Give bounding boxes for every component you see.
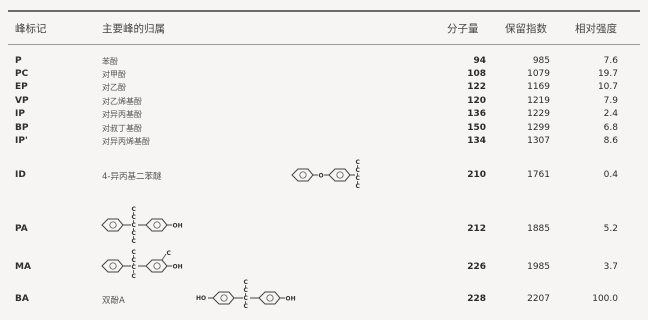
molecular-weight: 212	[467, 224, 486, 234]
compound-name: 对叔丁基酚	[102, 124, 142, 133]
hydroxyl-label: OH	[286, 296, 296, 303]
carbon-atom-label: C	[356, 167, 361, 174]
molecular-weight: 150	[467, 123, 486, 133]
relative-intensity: 2.4	[603, 109, 618, 119]
carbon-atom-label: C	[132, 238, 137, 245]
oxygen-atom-label: O	[319, 173, 324, 180]
molecular-weight: 122	[467, 82, 486, 92]
molecular-weight: 94	[473, 56, 486, 66]
header-relative-intensity: 相对强度	[575, 23, 617, 35]
carbon-atom-label: C	[244, 295, 249, 302]
relative-intensity: 19.7	[597, 69, 618, 79]
compound-name: 对乙烯基酚	[102, 97, 142, 106]
peak-label: ID	[15, 170, 26, 180]
retention-index: 1299	[527, 123, 550, 133]
molecular-weight: 108	[467, 69, 486, 79]
molecular-weight: 136	[467, 109, 486, 119]
header-mw: 分子量	[447, 23, 479, 35]
retention-index: 1885	[527, 224, 550, 234]
molecular-weight: 228	[467, 294, 486, 304]
table-header-rule	[8, 44, 640, 45]
phenyl-propyl-phenol-structure: C C C C C OH	[101, 206, 183, 245]
compound-name: 对甲酚	[102, 70, 126, 79]
peak-label: IP'	[15, 136, 28, 146]
molecular-weight: 134	[467, 136, 486, 146]
peak-label: VP	[15, 96, 29, 106]
compound-name: 4-异丙基二苯醚	[102, 172, 162, 182]
carbon-atom-label: C	[244, 303, 249, 310]
carbon-atom-label: C	[244, 279, 249, 286]
peak-label: PC	[15, 69, 29, 79]
carbon-atom-label: C	[132, 257, 137, 264]
molecular-weight: 226	[467, 262, 486, 272]
peak-label: BA	[15, 294, 29, 304]
relative-intensity: 6.8	[603, 123, 618, 133]
header-assignment: 主要峰的归属	[102, 23, 165, 35]
compound-name: 双酚A	[102, 296, 125, 306]
compound-name: 苯酚	[102, 57, 118, 66]
relative-intensity: 100.0	[592, 294, 618, 304]
carbon-atom-label: C	[132, 206, 137, 213]
retention-index: 2207	[527, 294, 550, 304]
header-peak-label: 峰标记	[15, 23, 47, 35]
hydroxyl-label: OH	[173, 264, 183, 271]
relative-intensity: 5.2	[603, 224, 618, 234]
retention-index: 1079	[527, 69, 550, 79]
compound-name: 对异丙烯基酚	[102, 137, 150, 146]
hydroxyl-label: OH	[173, 223, 183, 230]
methyl-phenyl-phenol-structure: C C C C C OH	[101, 249, 183, 280]
hydroxyl-label: HO	[196, 295, 206, 302]
retention-index: 985	[532, 56, 550, 66]
carbon-atom-label: C	[132, 222, 137, 229]
peak-label: BP	[15, 123, 29, 133]
retention-index: 1219	[527, 96, 550, 106]
bisphenol-a-structure: HO C C C C OH	[196, 279, 296, 310]
relative-intensity: 7.6	[603, 56, 618, 66]
relative-intensity: 10.7	[597, 82, 618, 92]
compound-name: 对乙酚	[102, 83, 126, 92]
header-retention-index: 保留指数	[505, 23, 547, 35]
molecular-weight: 120	[467, 96, 486, 106]
carbon-atom-label: C	[356, 175, 361, 182]
peak-label: PA	[15, 224, 28, 234]
carbon-atom-label: C	[132, 273, 137, 280]
relative-intensity: 7.9	[603, 96, 618, 106]
carbon-atom-label: C	[356, 183, 361, 190]
table-top-rule	[8, 10, 640, 12]
retention-index: 1229	[527, 109, 550, 119]
carbon-atom-label: C	[167, 250, 172, 257]
peak-label: P	[15, 56, 22, 66]
retention-index: 1761	[527, 170, 550, 180]
peak-label: IP	[15, 109, 25, 119]
carbon-atom-label: C	[132, 230, 137, 237]
retention-index: 1985	[527, 262, 550, 272]
peak-label: MA	[15, 262, 31, 272]
carbon-atom-label: C	[132, 264, 137, 271]
carbon-atom-label: C	[356, 159, 361, 166]
retention-index: 1307	[527, 136, 550, 146]
peak-label: EP	[15, 82, 28, 92]
relative-intensity: 0.4	[603, 170, 618, 180]
relative-intensity: 3.7	[603, 262, 618, 272]
carbon-atom-label: C	[132, 214, 137, 221]
retention-index: 1169	[527, 82, 550, 92]
molecular-weight: 210	[467, 170, 486, 180]
carbon-atom-label: C	[132, 249, 137, 256]
compound-name: 对异丙基酚	[102, 110, 142, 119]
carbon-atom-label: C	[244, 287, 249, 294]
isopropyl-diphenyl-ether-structure: O C C C C	[291, 159, 361, 190]
relative-intensity: 8.6	[603, 136, 618, 146]
